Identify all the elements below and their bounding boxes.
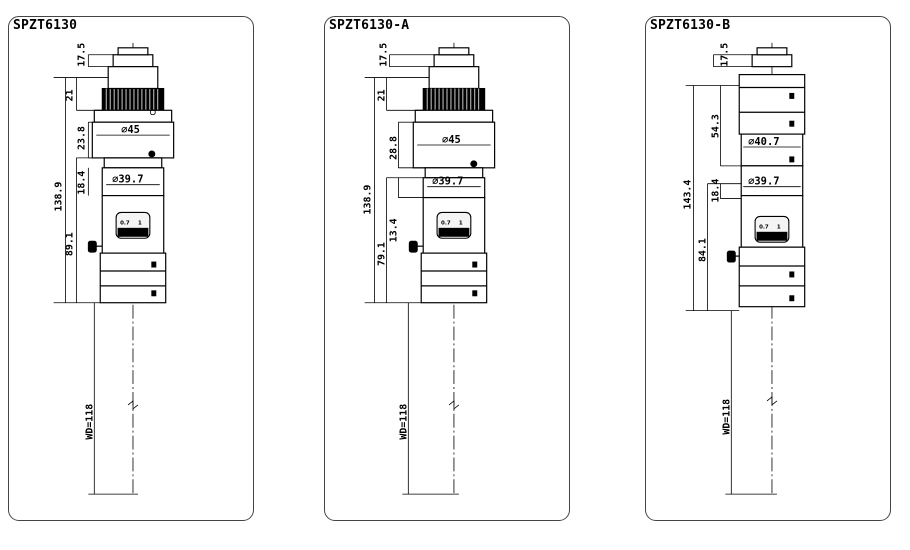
diameter-label: ∅39.7 <box>112 174 143 186</box>
break-mark <box>766 396 778 406</box>
top-mount-lip <box>756 47 788 56</box>
lower-collar <box>101 167 165 197</box>
lens-drawing: 0.7 1 ∅40.7 ∅39.7 17.5 54.3 18.4 143.4 8… <box>683 43 806 495</box>
scale-label-max: 1 <box>138 220 142 226</box>
dim-lower: 18.4 <box>710 179 721 203</box>
top-mount <box>751 54 793 68</box>
knob-housing <box>428 66 480 90</box>
knob-housing <box>107 66 159 90</box>
flange <box>93 109 173 123</box>
dim-top: 17.5 <box>378 43 389 67</box>
dim-section: 23.8 <box>76 126 87 150</box>
diameter-label: ∅45 <box>121 124 140 136</box>
bottom-section <box>738 246 806 308</box>
scale-label-max: 1 <box>459 220 463 226</box>
screw <box>470 160 478 168</box>
zoom-scale <box>117 227 149 237</box>
panel-title: SPZT6130-B <box>650 18 731 33</box>
dim-knob: 21 <box>377 89 388 101</box>
dim-upper: 54.3 <box>710 114 721 138</box>
dim-total: 138.9 <box>54 182 65 212</box>
dim-working-distance: WD=118 <box>721 399 732 435</box>
lens-drawing: 0.7 1 ∅45 ∅39.7 17.5 21 23.8 <box>54 43 175 495</box>
top-mount-lip <box>438 47 470 56</box>
lens-drawing: 0.7 1 ∅45 ∅39.7 17.5 21 28.8 13.4 138.9 … <box>363 43 496 495</box>
knurled-ring <box>101 87 165 111</box>
side-knob <box>408 240 418 253</box>
dim-lower: 13.4 <box>388 218 399 242</box>
diameter-label: ∅40.7 <box>748 136 779 148</box>
scale-label-min: 0.7 <box>441 220 451 226</box>
top-mount <box>112 54 154 68</box>
scale-label-min: 0.7 <box>120 220 130 226</box>
dim-body: 89.1 <box>64 232 75 256</box>
flange <box>414 109 494 123</box>
upper-body <box>738 73 806 135</box>
panel-spzt6130-a: SPZT6130-A 0.7 1 <box>324 16 570 521</box>
dim-body: 79.1 <box>377 242 388 266</box>
break-mark <box>127 400 139 410</box>
collar <box>103 157 163 169</box>
dim-section: 28.8 <box>388 136 399 160</box>
panel-spzt6130: SPZT6130 0.7 1 <box>8 16 254 521</box>
zoom-scale <box>756 231 788 241</box>
top-mount <box>433 54 475 68</box>
scale-label-max: 1 <box>777 224 781 230</box>
diameter-label: ∅39.7 <box>432 176 463 188</box>
dim-working-distance: WD=118 <box>398 404 409 440</box>
dim-top: 17.5 <box>719 43 730 67</box>
side-knob <box>87 240 97 253</box>
top-mount-lip <box>117 47 149 56</box>
dim-top: 17.5 <box>76 43 87 67</box>
dim-total: 143.4 <box>683 180 694 210</box>
dim-working-distance: WD=118 <box>84 404 95 440</box>
panel-spzt6130-b: SPZT6130-B 0.7 1 <box>645 16 891 521</box>
dim-lower: 18.4 <box>76 171 87 195</box>
break-mark <box>448 400 460 410</box>
mid-section <box>740 133 804 167</box>
lower-collar <box>740 165 804 197</box>
panel-title: SPZT6130 <box>13 18 78 33</box>
scale-label-min: 0.7 <box>759 224 769 230</box>
zoom-scale <box>438 227 470 237</box>
dim-knob: 21 <box>64 89 75 101</box>
diameter-label: ∅39.7 <box>748 176 779 188</box>
screw <box>149 109 156 116</box>
dim-body: 84.1 <box>698 238 709 262</box>
panel-title: SPZT6130-A <box>329 18 410 33</box>
screw <box>148 150 156 158</box>
knurled-ring <box>422 87 486 111</box>
diameter-label: ∅45 <box>442 134 461 146</box>
side-knob <box>726 250 736 263</box>
dim-total: 138.9 <box>363 185 374 215</box>
wide-section <box>91 121 175 159</box>
